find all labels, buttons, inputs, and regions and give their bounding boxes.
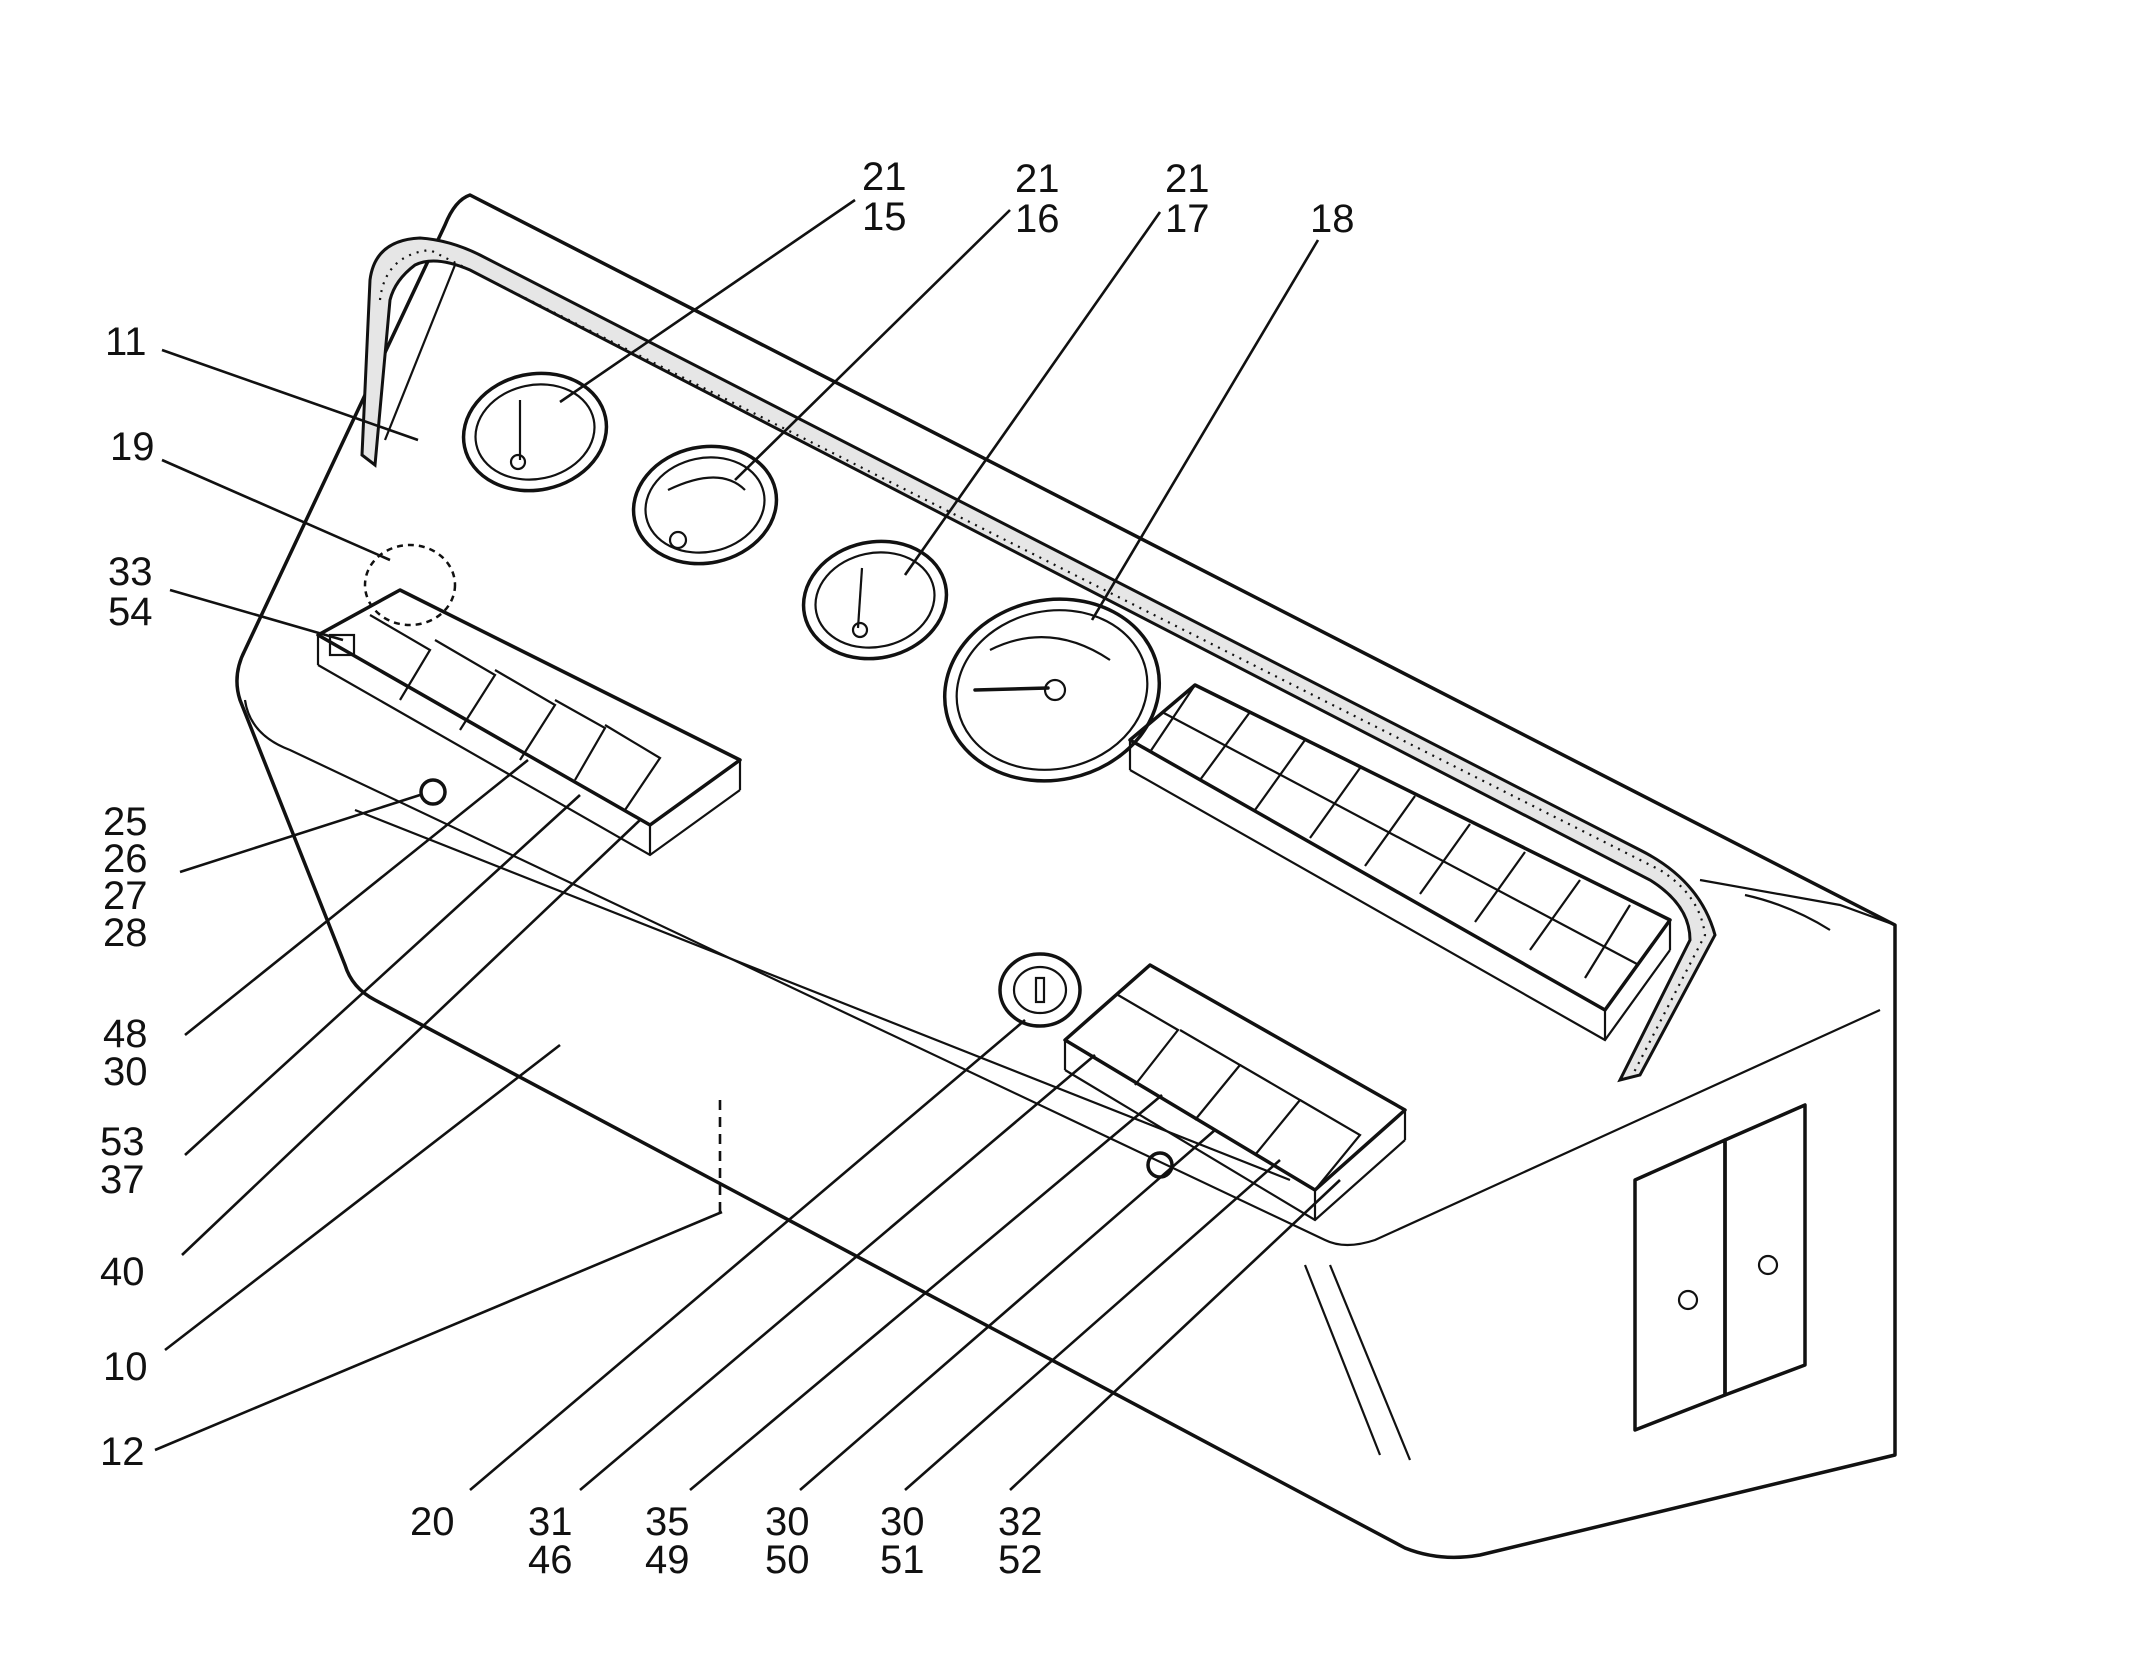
callout-21-17-b: 17 <box>1165 197 1210 241</box>
callout-10: 10 <box>103 1345 148 1389</box>
optional-gauge-position-19 <box>363 543 457 627</box>
callout-30-50-b: 50 <box>765 1538 810 1582</box>
gauge-17 <box>801 539 949 661</box>
callout-26: 26 <box>103 837 148 881</box>
callout-31-46-a: 31 <box>528 1500 573 1544</box>
callout-53-37-a: 53 <box>100 1120 145 1164</box>
callout-25: 25 <box>103 800 148 844</box>
callout-33-54-b: 54 <box>108 590 153 634</box>
trim-strip <box>360 236 1717 1083</box>
gauge-15 <box>461 371 609 493</box>
callout-28: 28 <box>103 911 148 955</box>
ignition-switch-20 <box>998 952 1082 1028</box>
gauge-16 <box>631 444 779 566</box>
callout-21-15-a: 21 <box>862 155 907 199</box>
callout-31-46-b: 46 <box>528 1538 573 1582</box>
lower-switch-bank <box>1063 963 1407 1222</box>
callout-30-51-b: 51 <box>880 1538 925 1582</box>
callout-30-50-a: 30 <box>765 1500 810 1544</box>
callout-19: 19 <box>110 425 155 469</box>
callout-32-52-b: 52 <box>998 1538 1043 1582</box>
callout-48-30-a: 48 <box>103 1012 148 1056</box>
callout-21-16-a: 21 <box>1015 157 1060 201</box>
console-body <box>235 193 1897 1560</box>
callout-21-16-b: 16 <box>1015 197 1060 241</box>
callout-53-37-b: 37 <box>100 1158 145 1202</box>
warning-lamp-grid <box>1128 683 1672 1042</box>
callout-21-15-b: 15 <box>862 195 907 239</box>
callout-35-49-b: 49 <box>645 1538 690 1582</box>
callout-11: 11 <box>105 320 147 364</box>
callout-33-54-a: 33 <box>108 550 153 594</box>
leader-lines <box>154 198 1341 1491</box>
callout-48-30-b: 30 <box>103 1050 148 1094</box>
callout-40: 40 <box>100 1250 145 1294</box>
callout-labels: 21 15 21 16 21 17 18 11 19 33 54 25 26 2… <box>100 155 1355 1582</box>
callout-12: 12 <box>100 1430 145 1474</box>
callout-27: 27 <box>103 874 148 918</box>
callout-30-51-a: 30 <box>880 1500 925 1544</box>
callout-21-17-a: 21 <box>1165 157 1210 201</box>
callout-32-52-a: 32 <box>998 1500 1043 1544</box>
side-cover-panels <box>1633 1103 1807 1432</box>
callout-18: 18 <box>1310 197 1355 241</box>
callout-20: 20 <box>410 1500 455 1544</box>
callout-35-49-a: 35 <box>645 1500 690 1544</box>
tachometer-18 <box>942 597 1162 783</box>
knob-25-28 <box>419 778 447 806</box>
left-switch-bank <box>316 588 742 857</box>
